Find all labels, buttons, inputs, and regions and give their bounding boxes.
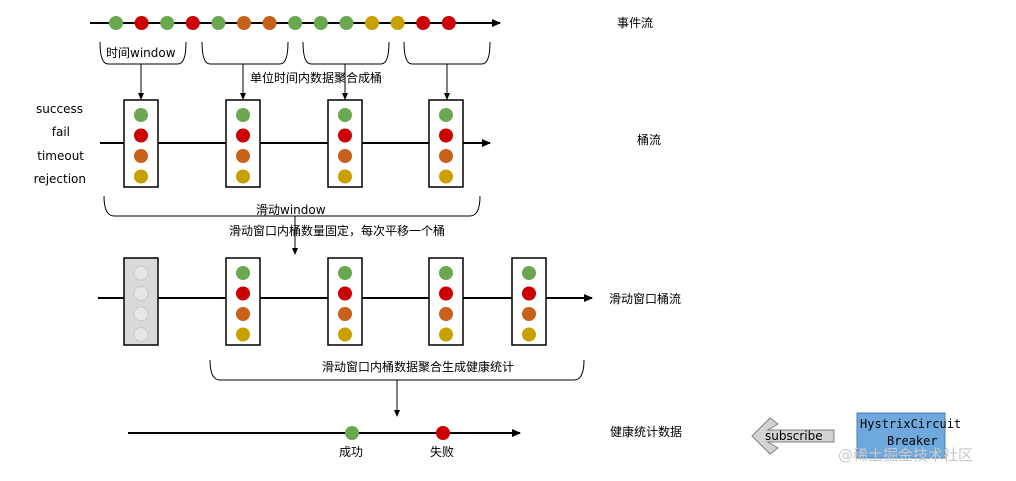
bucket-dot-green <box>338 266 352 280</box>
row-label-fail: fail <box>52 125 70 139</box>
event-dot-red <box>441 16 456 30</box>
bucket-dot-yellow <box>338 327 352 342</box>
bucket-dot-orange <box>522 307 536 321</box>
bucket <box>327 99 363 188</box>
event-dot-orange <box>237 16 251 30</box>
event-dots <box>109 16 456 30</box>
health-fail-label: 失败 <box>430 444 454 459</box>
bucket-row <box>123 99 464 188</box>
subscribe-label: subscribe <box>765 429 823 443</box>
expired-dot <box>133 286 149 301</box>
time-window-brace-1 <box>99 41 187 65</box>
event-dot-green <box>288 16 303 30</box>
expired-dot <box>133 265 149 281</box>
bucket-dot-red <box>236 128 250 143</box>
health-aggregate-label: 滑动窗口内桶数据聚合生成健康统计 <box>322 359 514 374</box>
time-window-brace-4 <box>403 41 491 65</box>
bucket <box>225 257 261 346</box>
time-window-brace-2 <box>201 41 289 65</box>
bucket-dot-red <box>439 128 453 143</box>
bucket-dot-green <box>236 108 250 122</box>
slide-note: 滑动窗口内桶数量固定，每次平移一个桶 <box>229 223 445 238</box>
bucket-dot-yellow <box>439 169 453 184</box>
bucket-dot-green <box>338 108 352 122</box>
time-window-brace-3 <box>302 41 390 65</box>
expired-dot <box>133 327 149 342</box>
bucket-dot-green <box>522 266 536 280</box>
sliding-window-brace <box>103 195 481 217</box>
bucket-dot-red <box>134 128 148 143</box>
row-label-success: success <box>36 102 83 116</box>
event-dot-yellow <box>365 16 379 30</box>
row-label-timeout: timeout <box>37 149 84 163</box>
bucket-dot-green <box>439 266 453 280</box>
subscribe-arrow <box>751 417 835 455</box>
bucket-dot-yellow <box>236 169 250 184</box>
event-dot-green <box>313 16 328 30</box>
bucket-dot-orange <box>338 149 352 163</box>
bucket-dot-yellow <box>439 327 453 342</box>
bucket-dot-orange <box>338 307 352 321</box>
time-window-label: 时间window <box>106 46 176 60</box>
event-dot-green <box>160 16 175 30</box>
event-dot-green <box>109 16 123 30</box>
event-dot-red <box>134 16 149 30</box>
bucket-dot-orange <box>236 149 250 163</box>
bucket-dot-orange <box>134 149 148 163</box>
event-dot-red <box>416 16 431 30</box>
event-dot-red <box>185 16 200 30</box>
bucket-dot-orange <box>439 307 453 321</box>
event-dot-orange <box>262 16 277 30</box>
event-dot-yellow <box>390 16 405 30</box>
bucket-dot-red <box>338 128 352 143</box>
expired-dot <box>133 306 149 322</box>
bucket-dot-red <box>439 286 453 301</box>
event-dot-green <box>339 16 354 30</box>
watermark: @稀土掘金技术社区 <box>838 446 973 464</box>
bucket-dot-yellow <box>236 327 250 342</box>
bucket <box>428 99 464 188</box>
bucket <box>327 257 363 346</box>
bucket <box>428 257 464 346</box>
event-dot-green <box>211 16 226 30</box>
bucket-dot-yellow <box>522 327 536 342</box>
hystrix-circuit-breaker-box <box>856 412 946 459</box>
bucket-dot-orange <box>439 149 453 163</box>
health-success-dot <box>345 426 359 440</box>
sliding-bucket-row <box>123 257 547 346</box>
health-fail-dot <box>436 426 450 440</box>
health-stream-label: 健康统计数据 <box>610 424 682 439</box>
health-stream: 成功 失败 健康统计数据 <box>128 424 682 459</box>
sliding-window-label: 滑动window <box>256 203 326 217</box>
bucket-stream: success fail timeout rejection 桶流 滑动wind… <box>34 99 661 255</box>
bucket-dot-yellow <box>134 169 148 184</box>
sliding-window-stream: 滑动窗口桶流 滑动窗口内桶数据聚合生成健康统计 <box>98 257 681 417</box>
expired-bucket <box>123 257 159 346</box>
event-stream-label: 事件流 <box>617 16 653 30</box>
bucket-dot-green <box>236 266 250 280</box>
bucket-dot-red <box>522 286 536 301</box>
bucket-dot-yellow <box>338 169 352 184</box>
hystrix-box-label-2: Breaker <box>887 434 938 448</box>
bucket <box>511 257 547 346</box>
health-success-label: 成功 <box>339 445 363 459</box>
bucket <box>123 99 159 188</box>
bucket <box>225 99 261 188</box>
hystrix-subscriber: subscribe HystrixCircuit Breaker <box>751 412 961 459</box>
bucket-dot-green <box>439 108 453 122</box>
row-label-rejection: rejection <box>34 172 86 186</box>
event-stream: 事件流 时间window 单位时间内数据聚合成桶 <box>90 16 653 100</box>
bucket-dot-red <box>236 286 250 301</box>
aggregate-bucket-label: 单位时间内数据聚合成桶 <box>250 70 382 85</box>
bucket-stream-label: 桶流 <box>637 132 661 147</box>
bucket-dot-red <box>338 286 352 301</box>
hystrix-box-label-1: HystrixCircuit <box>860 417 961 431</box>
bucket-dot-orange <box>236 307 250 321</box>
bucket-dot-green <box>134 108 148 122</box>
sliding-stream-label: 滑动窗口桶流 <box>609 291 681 306</box>
